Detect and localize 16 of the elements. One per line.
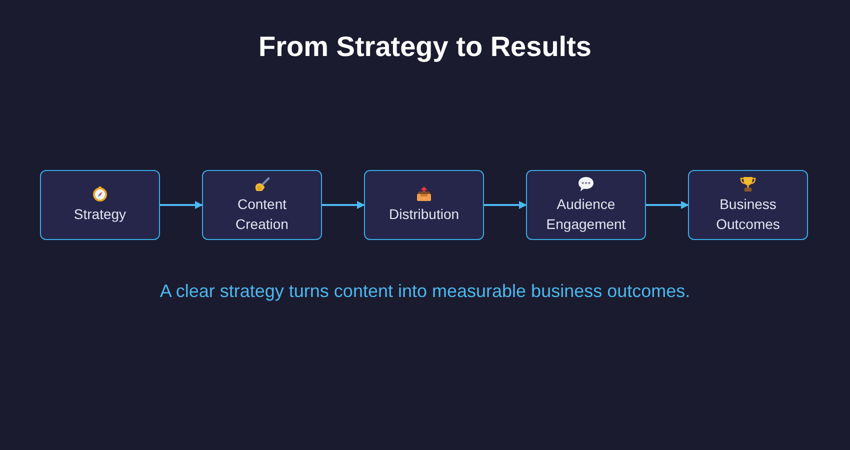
node-label: Distribution [388, 205, 460, 224]
node-label: Audience Engagement [545, 195, 627, 234]
process-box [526, 170, 646, 240]
node-label: Strategy [74, 205, 126, 224]
process-box [40, 170, 160, 240]
arrow [160, 201, 203, 209]
diagram-title: From Strategy to Results [258, 30, 592, 64]
arrow [322, 201, 365, 209]
arrow [646, 201, 689, 209]
node-label: Business Outcomes [715, 195, 781, 234]
caption: A clear strategy turns content into measurable business outcomes. [160, 280, 690, 303]
process-box [364, 170, 484, 240]
node-label: Content Creation [234, 195, 290, 234]
process-box [202, 170, 322, 240]
process-box [688, 170, 808, 240]
arrow [484, 201, 527, 209]
